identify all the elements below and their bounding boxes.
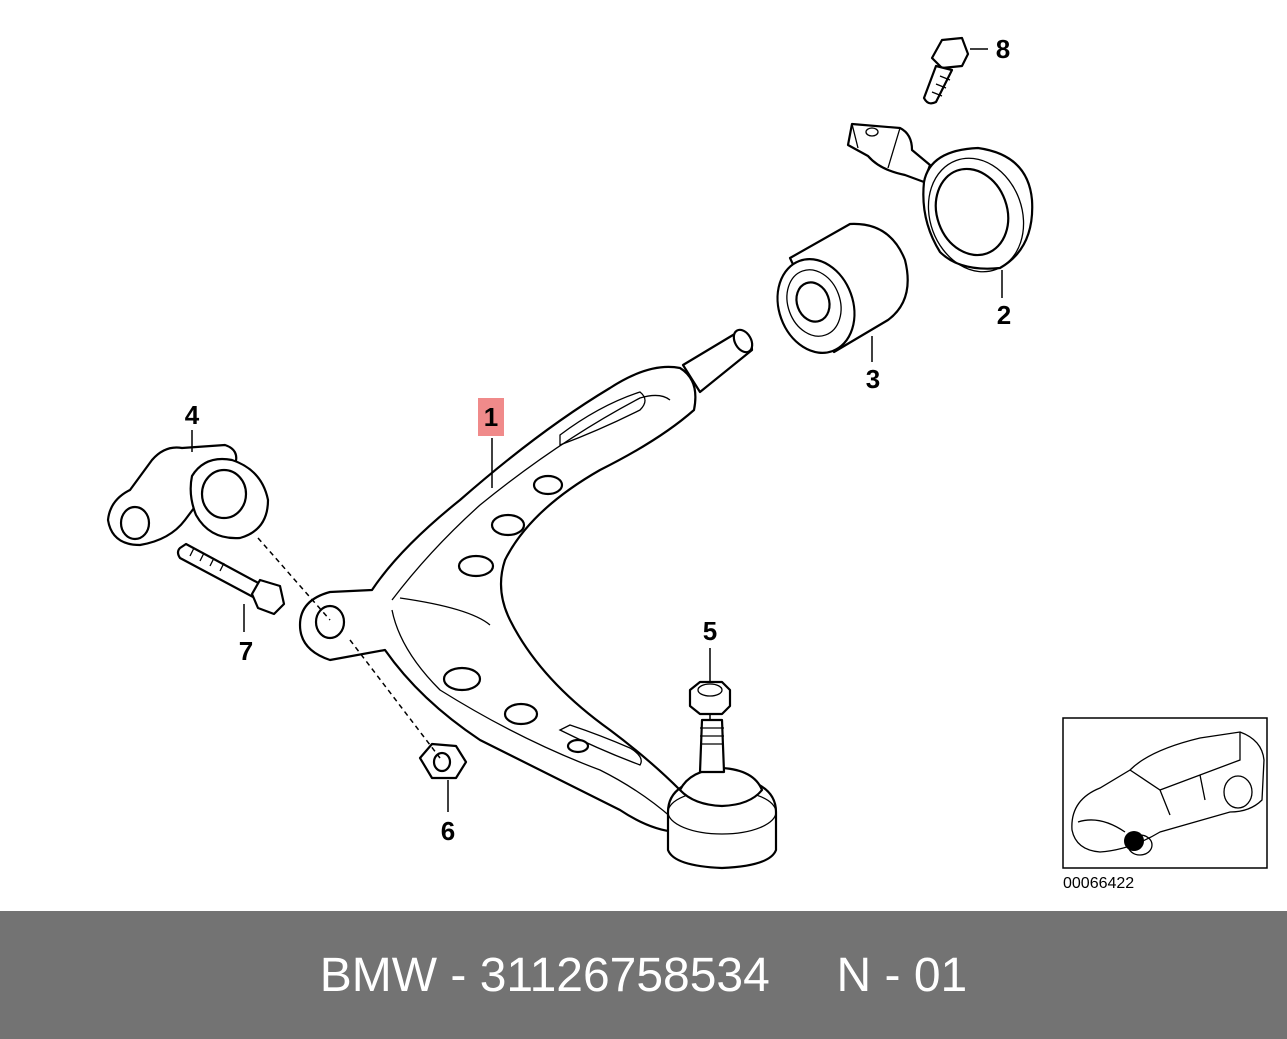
diagram-reference-number: 00066422 (1063, 875, 1134, 892)
callout-7[interactable]: 7 (239, 636, 253, 666)
vehicle-location-thumbnail[interactable]: 00066422 (1062, 717, 1268, 892)
part-number[interactable]: 31126758534 (479, 948, 770, 1002)
callout-3[interactable]: 3 (866, 364, 880, 394)
front-bracket-part-4[interactable] (106, 443, 270, 547)
brand-label: BMW (319, 948, 438, 1002)
self-locking-nut-part-5[interactable] (688, 680, 732, 716)
callout-6[interactable]: 6 (441, 816, 455, 846)
callout-4[interactable]: 4 (185, 400, 200, 430)
callout-2[interactable]: 2 (997, 300, 1011, 330)
control-arm-part-1[interactable] (298, 327, 778, 870)
bushing-bracket-part-2[interactable] (846, 122, 1039, 285)
separator: - (437, 948, 480, 1002)
leader-lines (191, 48, 1003, 812)
rubber-mount-part-3[interactable] (765, 222, 909, 364)
spacer (770, 948, 837, 1003)
position-code: N - 01 (836, 948, 968, 1002)
hex-bolt-part-7[interactable] (176, 542, 286, 616)
hex-nut-part-6[interactable] (418, 742, 468, 780)
callout-1-highlight (478, 398, 504, 436)
callout-8[interactable]: 8 (996, 34, 1010, 64)
part-info-banner: BMW - 31126758534 N - 01 (0, 911, 1287, 1039)
location-marker-icon (1124, 831, 1144, 851)
hex-bolt-part-8[interactable] (922, 36, 970, 105)
callout-5[interactable]: 5 (703, 616, 717, 646)
callout-1[interactable]: 1 (484, 402, 498, 432)
